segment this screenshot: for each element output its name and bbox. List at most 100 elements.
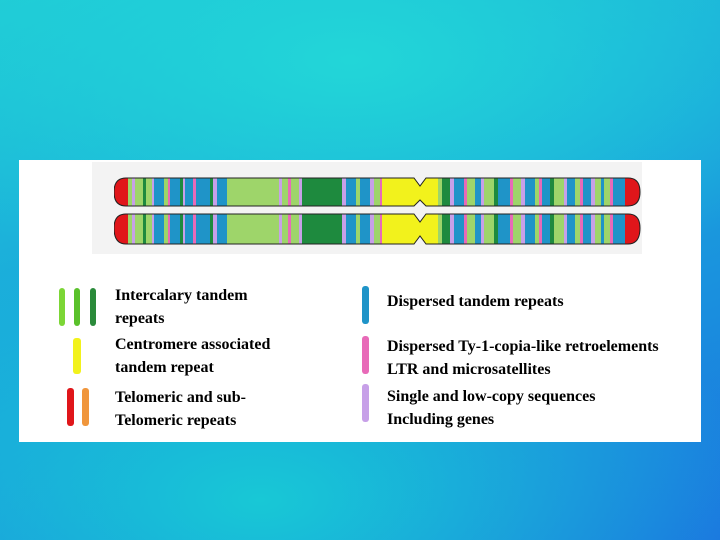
band-retro — [510, 212, 513, 246]
band-single-copy — [450, 176, 454, 208]
band-intercalary-light — [374, 176, 380, 208]
band-intercalary-dark — [180, 176, 183, 208]
band-single-copy — [521, 212, 525, 246]
band-single-copy — [183, 176, 185, 208]
band-dispersed-tandem — [567, 212, 575, 246]
band-dispersed-tandem — [346, 176, 356, 208]
band-retro — [193, 176, 196, 208]
band-retro — [380, 212, 382, 246]
band-retro — [288, 212, 291, 246]
band-dispersed-tandem — [525, 176, 535, 208]
band-retro — [464, 212, 467, 246]
band-retro — [168, 212, 170, 246]
band-centromere — [382, 176, 438, 208]
band-telomere — [114, 176, 128, 208]
band-intercalary-light — [535, 176, 539, 208]
band-dispersed-tandem — [475, 176, 481, 208]
band-dispersed-tandem — [613, 212, 625, 246]
band-single-copy — [279, 176, 282, 208]
band-retro — [168, 176, 170, 208]
band-telomere — [625, 176, 640, 208]
band-intercalary-light — [575, 212, 580, 246]
band-dispersed-tandem — [454, 212, 464, 246]
band-intercalary-dark — [143, 176, 146, 208]
band-telomere — [114, 212, 128, 246]
band-single-copy — [591, 176, 595, 208]
band-intercalary-light — [595, 176, 601, 208]
band-intercalary-dark — [302, 176, 342, 208]
intercalary-swatch-3 — [90, 288, 96, 326]
band-dispersed-tandem — [360, 212, 370, 246]
band-intercalary-light — [604, 176, 610, 208]
band-intercalary-dark — [210, 176, 213, 208]
band-intercalary-light — [146, 212, 152, 246]
band-single-copy — [213, 176, 217, 208]
band-intercalary-dark — [550, 212, 554, 246]
band-intercalary-light — [535, 212, 539, 246]
centromere-label: Centromere associated tandem repeat — [115, 333, 270, 379]
band-dispersed-tandem — [542, 176, 550, 208]
band-intercalary-light — [554, 176, 564, 208]
band-retro — [580, 212, 583, 246]
band-intercalary-dark — [180, 212, 183, 246]
band-intercalary-light — [513, 212, 521, 246]
intercalary-swatch-1 — [59, 288, 65, 326]
band-intercalary-light — [146, 176, 152, 208]
band-intercalary-light — [356, 212, 360, 246]
band-dispersed-tandem — [498, 176, 510, 208]
band-dispersed-tandem — [217, 176, 227, 208]
band-intercalary-light — [227, 212, 279, 246]
band-intercalary-dark — [550, 176, 554, 208]
band-intercalary-light — [513, 176, 521, 208]
band-intercalary-light — [484, 212, 494, 246]
chromosome-diagram — [114, 176, 644, 248]
band-single-copy — [152, 176, 154, 208]
band-single-copy — [521, 176, 525, 208]
band-intercalary-light — [282, 212, 288, 246]
band-dispersed-tandem — [196, 176, 210, 208]
band-single-copy — [370, 212, 374, 246]
band-single-copy — [152, 212, 154, 246]
band-intercalary-light — [291, 176, 299, 208]
band-single-copy — [591, 212, 595, 246]
band-single-copy — [450, 212, 454, 246]
band-dispersed-tandem — [583, 176, 591, 208]
band-retro — [464, 176, 467, 208]
band-intercalary-light — [554, 212, 564, 246]
band-dispersed-tandem — [601, 176, 604, 208]
band-intercalary-light — [164, 176, 168, 208]
band-single-copy — [299, 176, 302, 208]
dispersed-tandem-label: Dispersed tandem repeats — [387, 290, 564, 313]
band-retro — [288, 176, 291, 208]
band-dispersed-tandem — [542, 212, 550, 246]
centromere-swatch — [73, 338, 81, 374]
band-dispersed-tandem — [475, 212, 481, 246]
band-intercalary-dark — [442, 176, 450, 208]
band-retro — [580, 176, 583, 208]
band-dispersed-tandem — [217, 212, 227, 246]
band-retro — [193, 212, 196, 246]
band-intercalary-light — [438, 212, 442, 246]
band-intercalary-dark — [143, 212, 146, 246]
intercalary-label: Intercalary tandem repeats — [115, 284, 248, 330]
band-single-copy — [564, 176, 567, 208]
band-intercalary-light — [604, 212, 610, 246]
band-retro — [610, 176, 613, 208]
diagram-panel: Intercalary tandem repeats Centromere as… — [19, 160, 701, 442]
retroelements-label: Dispersed Ty-1-copia-like retroelements … — [387, 335, 659, 381]
band-dispersed-tandem — [360, 176, 370, 208]
band-intercalary-light — [164, 212, 168, 246]
single-copy-label: Single and low-copy sequences Including … — [387, 385, 595, 431]
retroelements-swatch — [362, 336, 369, 374]
band-dispersed-tandem — [185, 176, 193, 208]
band-dispersed-tandem — [601, 212, 604, 246]
band-dispersed-tandem — [196, 212, 210, 246]
band-dispersed-tandem — [170, 212, 180, 246]
band-retro — [510, 176, 513, 208]
band-single-copy — [132, 212, 135, 246]
band-single-copy — [279, 212, 282, 246]
band-retro — [610, 212, 613, 246]
band-intercalary-light — [128, 212, 132, 246]
band-single-copy — [342, 212, 346, 246]
intercalary-swatch-2 — [74, 288, 80, 326]
